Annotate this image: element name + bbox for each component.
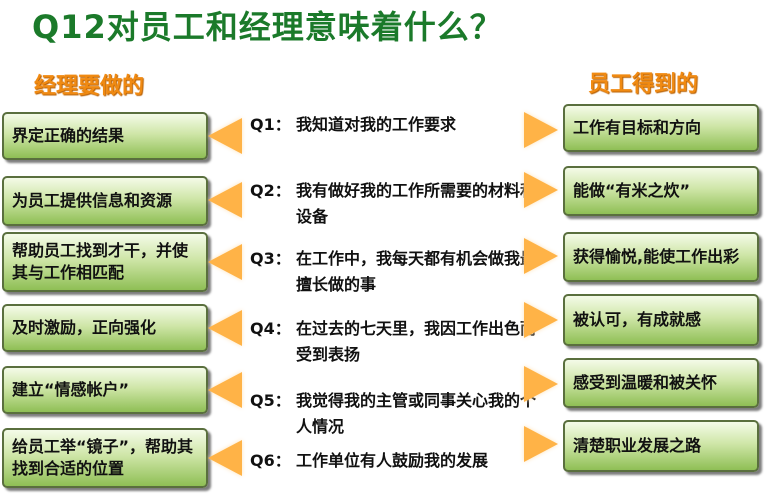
employee-gain-text: 清楚职业发展之路 (573, 436, 702, 455)
left-arrow-icon (208, 440, 242, 476)
question-text: 在过去的七天里，我因工作出色而受到表扬 (296, 319, 537, 364)
question-number: Q6： (250, 451, 291, 470)
left-arrow-icon (208, 244, 242, 280)
employee-gain-box: 工作有目标和方向 (563, 104, 759, 152)
question-item: Q4： 在过去的七天里，我因工作出色而受到表扬 (250, 316, 550, 368)
question-text: 我觉得我的主管或同事关心我的个人情况 (296, 391, 537, 436)
manager-action-box: 给员工举“镜子”，帮助其找到合适的位置 (2, 428, 208, 488)
question-item: Q5： 我觉得我的主管或同事关心我的个人情况 (250, 388, 550, 440)
question-item: Q3： 在工作中，我每天都有机会做我最擅长做的事 (250, 246, 550, 298)
question-text: 在工作中，我每天都有机会做我最擅长做的事 (296, 249, 537, 294)
right-arrow-icon (524, 366, 558, 402)
manager-action-box: 建立“情感帐户” (2, 366, 208, 414)
manager-action-text: 及时激励，正向强化 (12, 318, 157, 337)
question-number: Q5： (250, 391, 291, 410)
question-text: 我有做好我的工作所需要的材料和设备 (296, 181, 537, 226)
right-arrow-icon (524, 238, 558, 274)
manager-action-text: 给员工举“镜子”，帮助其找到合适的位置 (12, 437, 194, 478)
question-number: Q4： (250, 319, 291, 338)
right-arrow-icon (524, 112, 558, 148)
left-arrow-icon (208, 310, 242, 346)
employee-gain-box: 获得愉悦,能使工作出彩 (563, 232, 759, 282)
employee-gain-text: 被认可，有成就感 (573, 310, 702, 329)
manager-heading: 经理要做的 (34, 74, 145, 99)
employee-gain-text: 工作有目标和方向 (573, 118, 702, 137)
page-title: Q12对员工和经理意味着什么？ (32, 8, 503, 46)
manager-action-box: 帮助员工找到才干，并使其与工作相匹配 (2, 232, 208, 292)
employee-gain-box: 能做“有米之炊” (563, 166, 759, 216)
employee-gain-box: 被认可，有成就感 (563, 294, 759, 346)
manager-action-text: 帮助员工找到才干，并使其与工作相匹配 (12, 241, 189, 282)
left-arrow-icon (208, 182, 242, 218)
question-number: Q2： (250, 181, 291, 200)
question-number: Q3： (250, 249, 291, 268)
manager-action-box: 为员工提供信息和资源 (2, 176, 208, 226)
right-arrow-icon (524, 426, 558, 462)
employee-gain-box: 清楚职业发展之路 (563, 420, 759, 472)
manager-action-box: 界定正确的结果 (2, 112, 208, 160)
employee-gain-text: 获得愉悦,能使工作出彩 (573, 247, 740, 266)
right-arrow-icon (524, 302, 558, 338)
manager-action-text: 界定正确的结果 (12, 126, 125, 145)
employee-gain-box: 感受到温暖和被关怀 (563, 358, 759, 408)
employee-heading: 员工得到的 (588, 72, 699, 97)
question-number: Q1： (250, 115, 291, 134)
manager-action-text: 为员工提供信息和资源 (12, 191, 173, 210)
manager-action-text: 建立“情感帐户” (12, 380, 130, 399)
manager-action-box: 及时激励，正向强化 (2, 304, 208, 352)
question-item: Q6： 工作单位有人鼓励我的发展 (250, 448, 550, 474)
question-text: 我知道对我的工作要求 (296, 115, 457, 134)
question-item: Q2： 我有做好我的工作所需要的材料和设备 (250, 178, 550, 230)
left-arrow-icon (208, 372, 242, 408)
question-text: 工作单位有人鼓励我的发展 (296, 451, 489, 470)
question-item: Q1： 我知道对我的工作要求 (250, 112, 550, 138)
employee-gain-text: 能做“有米之炊” (573, 181, 691, 200)
left-arrow-icon (208, 118, 242, 154)
employee-gain-text: 感受到温暖和被关怀 (573, 373, 718, 392)
right-arrow-icon (524, 172, 558, 208)
